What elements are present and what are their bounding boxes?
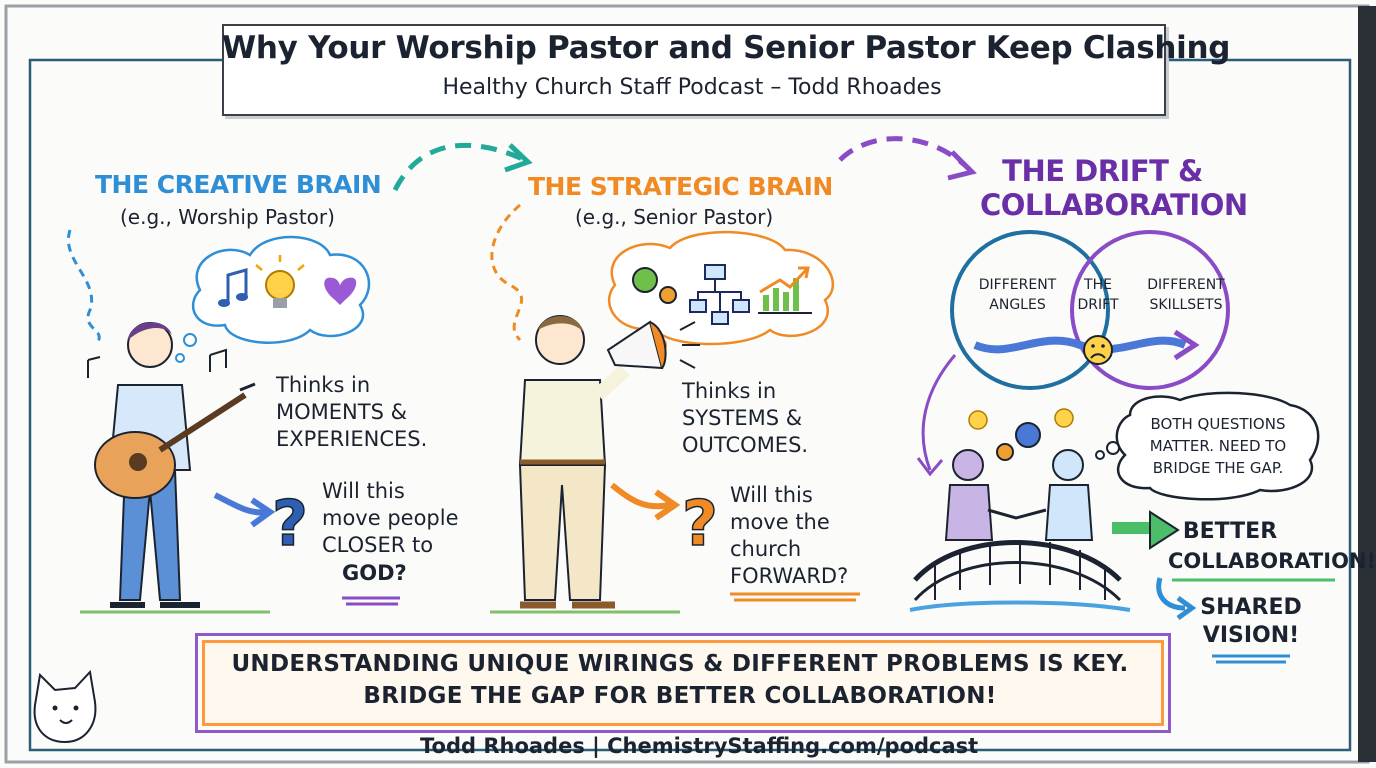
outcome-collaboration-line2: COLLABORATION!: [1168, 549, 1376, 573]
arrow-head-blue-small: [1176, 595, 1197, 621]
venn-mid-line2: DRIFT: [1077, 297, 1119, 313]
music-note-icon: [209, 348, 227, 372]
creative-question-line1: Will this: [322, 479, 405, 503]
cat-doodle-icon: [33, 669, 97, 744]
underline-vision: [1212, 654, 1290, 664]
strategic-question-line1: Will this: [730, 483, 813, 507]
bubble-line3: BRIDGE THE GAP.: [1152, 459, 1284, 477]
arrow-head-purple: [947, 150, 977, 181]
creative-thinks-line2: MOMENTS &: [276, 400, 407, 424]
music-note-icon: [218, 268, 248, 307]
bridge-icon: [909, 540, 1131, 612]
bubble-line2: MATTER. NEED TO: [1149, 437, 1287, 455]
lightbulb-icon: [255, 255, 305, 308]
creative-heading: THE CREATIVE BRAIN: [95, 170, 382, 199]
underline-forward: [730, 592, 860, 602]
venn-left-line2: ANGLES: [989, 297, 1046, 313]
strategic-swirl: [490, 203, 524, 342]
arrow-to-vision: [1156, 577, 1186, 611]
arrow-head-green: [1149, 510, 1180, 550]
megaphone-icon: [606, 320, 700, 370]
arrow-head-purple-small: [916, 457, 944, 477]
strategic-thinks-line3: OUTCOMES.: [682, 433, 809, 457]
creative-thinks-line1: Thinks in: [276, 373, 371, 397]
arrow-to-question-strategic: [610, 482, 671, 510]
drift-wave: [973, 336, 1187, 354]
strategic-question-line2: move the: [730, 510, 830, 534]
venn-circle-right: [1070, 230, 1230, 390]
worship-pastor-figure: [94, 322, 256, 608]
arrow-to-question-creative: [213, 492, 269, 516]
question-mark-icon: ?: [272, 487, 308, 560]
title-plaque: [222, 24, 1166, 116]
senior-pastor-figure: [518, 315, 630, 609]
creative-question-line3: CLOSER to: [322, 533, 434, 557]
question-mark-icon: ?: [682, 487, 718, 560]
outcome-vision-line2: VISION!: [1202, 623, 1300, 648]
heart-icon: [324, 277, 357, 305]
page-title: Why Your Worship Pastor and Senior Pasto…: [222, 30, 1231, 66]
gears-icon: [996, 422, 1041, 461]
growth-chart-icon: [758, 266, 812, 314]
creative-question-line2: move people: [322, 506, 459, 530]
venn-right-line2: SKILLSETS: [1149, 297, 1223, 313]
board-edge: [1358, 6, 1376, 762]
arrow-venn-to-handshake: [921, 354, 957, 471]
strategic-question-line4: FORWARD?: [730, 564, 849, 588]
thought-bubble-drift: [1095, 391, 1320, 501]
creative-question-line4: GOD?: [342, 561, 407, 585]
page-subtitle: Healthy Church Staff Podcast – Todd Rhoa…: [442, 75, 942, 100]
drift-heading-line1: THE DRIFT &: [1002, 154, 1203, 188]
creative-swirl: [66, 229, 101, 347]
strategic-question-line3: church: [730, 537, 802, 561]
strategic-thinks-line2: SYSTEMS &: [682, 406, 803, 430]
strategic-heading: THE STRATEGIC BRAIN: [528, 172, 833, 201]
creative-example: (e.g., Worship Pastor): [120, 205, 335, 229]
strategic-example: (e.g., Senior Pastor): [575, 205, 774, 229]
handshake-icon: [944, 449, 1094, 541]
strategic-thinks-line1: Thinks in: [682, 379, 777, 403]
arrow-head-teal: [504, 143, 533, 173]
outcome-vision-line1: SHARED: [1200, 595, 1302, 620]
bubble-line1: BOTH QUESTIONS: [1150, 415, 1286, 433]
arrow-head-orange: [654, 489, 681, 521]
footer-credit: Todd Rhoades | ChemistryStaffing.com/pod…: [420, 734, 979, 758]
banner-line1: UNDERSTANDING UNIQUE WIRINGS & DIFFERENT…: [231, 651, 1129, 677]
outcome-collaboration-line1: BETTER: [1182, 519, 1278, 544]
venn-circle-left: [950, 230, 1110, 390]
lightbulb-icon: [968, 408, 1074, 430]
arrow-head-blue: [250, 497, 276, 528]
venn-left-line1: DIFFERENT: [978, 277, 1057, 293]
flowchart-icon: [689, 264, 750, 325]
drift-arrow-head: [1173, 329, 1200, 361]
drift-heading-line2: COLLABORATION: [980, 188, 1248, 222]
key-takeaway-banner: [195, 633, 1171, 733]
venn-mid-line1: THE: [1084, 277, 1112, 293]
creative-thinks-line3: EXPERIENCES.: [276, 427, 428, 451]
music-note-icon: [87, 356, 101, 378]
gears-icon: [632, 267, 677, 304]
sad-face-icon: [1083, 335, 1113, 365]
banner-line2: BRIDGE THE GAP FOR BETTER COLLABORATION!: [363, 683, 997, 709]
underline-god: [342, 596, 400, 606]
arrow-strategic-to-drift: [838, 136, 972, 172]
venn-right-line1: DIFFERENT: [1147, 277, 1225, 293]
